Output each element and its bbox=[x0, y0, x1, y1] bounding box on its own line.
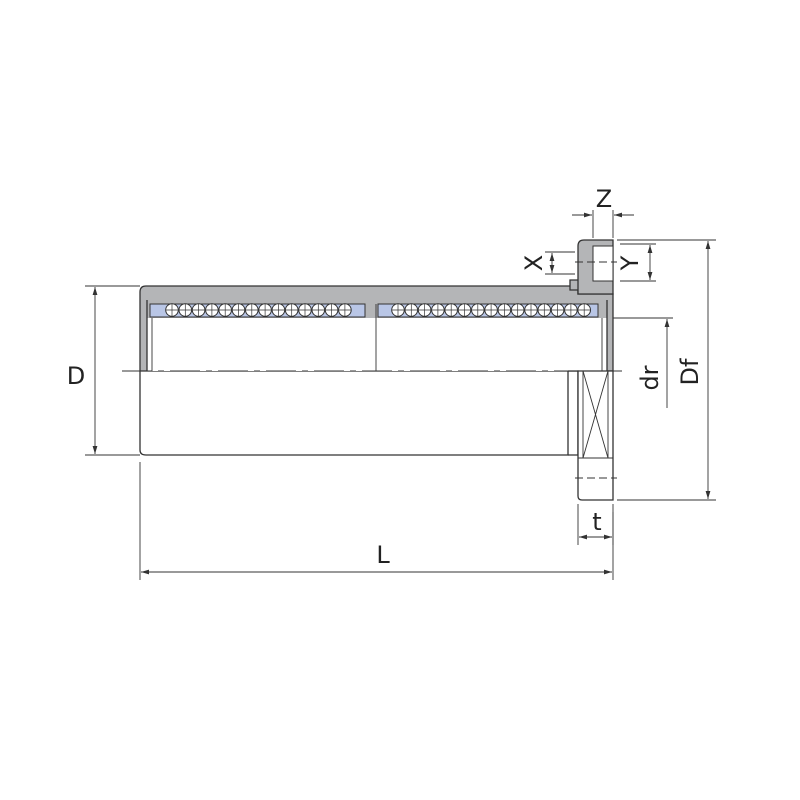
ball-cross bbox=[259, 304, 272, 316]
ball-cross bbox=[405, 304, 418, 316]
ball-rows bbox=[165, 303, 592, 317]
bushing-body bbox=[139, 285, 614, 456]
label-Y: Y bbox=[616, 255, 644, 271]
ball-cross bbox=[232, 304, 245, 316]
ball-cross bbox=[418, 304, 431, 316]
ball-cross bbox=[245, 304, 258, 316]
ball-cross bbox=[272, 304, 285, 316]
ball-cross bbox=[551, 304, 564, 316]
ball-cross bbox=[471, 304, 484, 316]
ball-cross bbox=[219, 304, 232, 316]
ball-cross bbox=[538, 304, 551, 316]
label-t: t bbox=[592, 508, 601, 536]
lower-body bbox=[139, 371, 569, 456]
dimension-X: X bbox=[520, 251, 575, 275]
ball-cross bbox=[166, 304, 178, 316]
label-D: D bbox=[67, 362, 85, 390]
ball-cross bbox=[205, 304, 218, 316]
dimension-dr: dr bbox=[613, 317, 673, 408]
dimension-D: D bbox=[67, 285, 140, 456]
label-Z: Z bbox=[596, 185, 612, 213]
ball-cross bbox=[299, 304, 311, 316]
dimension-Z: Z bbox=[572, 185, 634, 238]
label-X: X bbox=[520, 255, 548, 271]
ball-cross bbox=[485, 304, 498, 316]
dimension-L: L bbox=[139, 462, 614, 580]
dimension-t: t bbox=[577, 504, 614, 545]
flange-slot bbox=[592, 245, 614, 282]
ball-cross bbox=[431, 304, 444, 316]
ball-cross bbox=[498, 304, 511, 316]
ball-cross bbox=[338, 304, 351, 316]
dimension-Y: Y bbox=[616, 243, 656, 282]
bore-upper bbox=[147, 318, 607, 371]
ball-cross bbox=[564, 304, 577, 316]
dimension-Df: Df bbox=[617, 239, 716, 501]
ball-cross bbox=[392, 304, 404, 316]
ball-cross bbox=[179, 304, 192, 316]
ball-cross bbox=[458, 304, 471, 316]
ball-cross bbox=[445, 304, 458, 316]
ball-cross bbox=[525, 304, 537, 316]
ball-cross bbox=[285, 304, 298, 316]
flange bbox=[569, 239, 617, 501]
ball-cross bbox=[192, 304, 205, 316]
label-Df: Df bbox=[676, 358, 704, 385]
flange-step bbox=[568, 370, 579, 456]
flange-lower bbox=[577, 370, 614, 501]
ball-cross bbox=[312, 304, 325, 316]
label-dr: dr bbox=[636, 365, 664, 390]
ball-cross bbox=[325, 304, 338, 316]
ball-cross bbox=[511, 304, 524, 316]
ball-cross bbox=[578, 304, 591, 316]
label-L: L bbox=[376, 541, 390, 569]
